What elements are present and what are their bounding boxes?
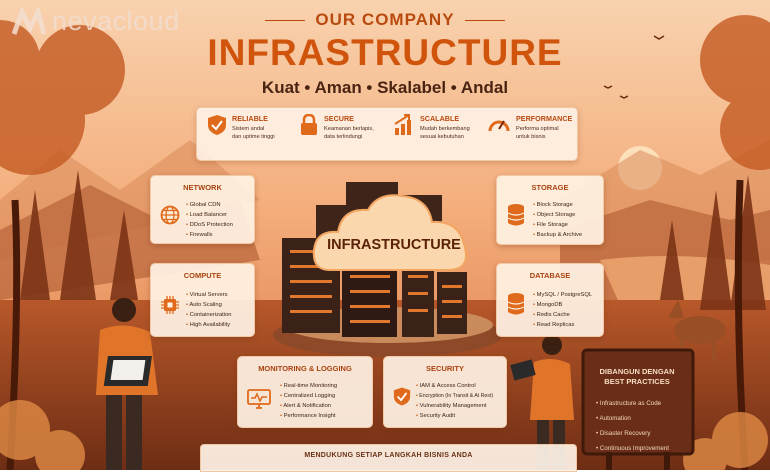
feature-desc: Keamanan berlapis, bbox=[324, 126, 374, 132]
list-item: Firewalls bbox=[186, 230, 233, 240]
list-item: Alert & Notification bbox=[280, 401, 337, 411]
globe-icon bbox=[160, 205, 180, 225]
card-list: Real-time Monitoring Centralized Logging… bbox=[280, 381, 337, 421]
card-title: MONITORING & LOGGING bbox=[258, 364, 352, 373]
card-title: SECURITY bbox=[426, 364, 464, 373]
list-item: Object Storage bbox=[533, 210, 582, 220]
feature-title: PERFORMANCE bbox=[516, 114, 573, 123]
list-item: Containerization bbox=[186, 310, 232, 320]
list-item: IAM & Access Control bbox=[416, 381, 493, 391]
divider-left bbox=[265, 20, 306, 21]
shield-check-icon bbox=[393, 387, 411, 406]
feature-secure: SECURE Keamanan berlapis, data terlindung… bbox=[299, 114, 374, 141]
best-practices-title: DIBANGUN DENGAN BEST PRACTICES bbox=[587, 367, 687, 387]
cloud-server-icon bbox=[312, 194, 467, 271]
center-label: INFRASTRUCTURE bbox=[327, 237, 461, 253]
brand-name: nevacloud bbox=[52, 6, 180, 36]
feature-desc: data terlindungi bbox=[324, 134, 363, 140]
list-item: Encryption (In Transit & At Rest) bbox=[416, 391, 493, 401]
footer-text: MENDUKUNG SETIAP LANGKAH BISNIS ANDA bbox=[304, 452, 473, 459]
best-practices-title-line: BEST PRACTICES bbox=[604, 377, 670, 386]
feature-desc: untuk bisnis bbox=[516, 134, 546, 140]
card-database: DATABASE MySQL / PostgreSQL MongoDB Redi… bbox=[496, 263, 604, 337]
shield-check-icon bbox=[208, 115, 226, 135]
list-item: Read Replicas bbox=[533, 320, 592, 330]
list-item: Vulnerability Management bbox=[416, 401, 493, 411]
feature-desc: sesuai kebutuhan bbox=[420, 134, 464, 140]
feature-title: RELIABLE bbox=[232, 114, 268, 123]
lock-icon bbox=[301, 114, 317, 135]
monitor-pulse-icon bbox=[247, 389, 271, 409]
card-title: STORAGE bbox=[531, 183, 569, 192]
feature-desc: Performa optimal bbox=[516, 126, 559, 132]
bar-growth-icon bbox=[394, 114, 411, 135]
card-network: NETWORK Global CDN Load Balancer DDoS Pr… bbox=[150, 175, 255, 244]
list-item: Real-time Monitoring bbox=[280, 381, 337, 391]
card-list: Block Storage Object Storage File Storag… bbox=[533, 200, 582, 240]
best-practices-list: Infrastructure as Code Automation Disast… bbox=[596, 396, 669, 456]
database-icon bbox=[507, 204, 525, 226]
divider-right bbox=[464, 20, 505, 21]
feature-title: SECURE bbox=[324, 114, 354, 123]
list-item: Security Audit bbox=[416, 411, 493, 421]
card-monitoring: MONITORING & LOGGING Real-time Monitorin… bbox=[237, 356, 373, 428]
list-item: Centralized Logging bbox=[280, 391, 337, 401]
tagline: Kuat • Aman • Skalabel • Andal bbox=[261, 78, 509, 97]
feature-desc: Mudah berkembang bbox=[420, 126, 470, 132]
card-title: DATABASE bbox=[529, 271, 571, 280]
list-item: Load Balancer bbox=[186, 210, 233, 220]
features-bar: RELIABLE Sistem andal dan uptime tinggi S… bbox=[196, 107, 578, 161]
card-compute: COMPUTE Virtual Servers Auto Scaling Con… bbox=[150, 263, 255, 337]
card-security: SECURITY IAM & Access Control Encryption… bbox=[383, 356, 507, 428]
footer-banner: MENDUKUNG SETIAP LANGKAH BISNIS ANDA bbox=[200, 444, 577, 472]
card-list: Global CDN Load Balancer DDoS Protection… bbox=[186, 200, 233, 240]
list-item: File Storage bbox=[533, 220, 582, 230]
feature-desc: dan uptime tinggi bbox=[232, 134, 275, 140]
list-item: Continuous Improvement bbox=[596, 441, 669, 456]
database-icon bbox=[507, 293, 525, 315]
best-practices-title-line: DIBANGUN DENGAN bbox=[599, 367, 675, 376]
list-item: Auto Scaling bbox=[186, 300, 232, 310]
list-item: Automation bbox=[596, 411, 669, 426]
feature-reliable: RELIABLE Sistem andal dan uptime tinggi bbox=[207, 114, 275, 141]
feature-scalable: SCALABLE Mudah berkembang sesuai kebutuha… bbox=[393, 114, 470, 141]
list-item: Performance Insight bbox=[280, 411, 337, 421]
brand-logo: nevacloud bbox=[12, 6, 180, 37]
list-item: Redis Cache bbox=[533, 310, 592, 320]
card-title: NETWORK bbox=[183, 183, 222, 192]
feature-performance: PERFORMANCE Performa optimal untuk bisnis bbox=[487, 114, 572, 141]
feature-title: SCALABLE bbox=[420, 114, 460, 123]
list-item: DDoS Protection bbox=[186, 220, 233, 230]
card-list: Virtual Servers Auto Scaling Containeriz… bbox=[186, 290, 232, 330]
card-list: IAM & Access Control Encryption (In Tran… bbox=[416, 381, 493, 421]
nevacloud-logo-icon bbox=[12, 7, 46, 35]
list-item: Virtual Servers bbox=[186, 290, 232, 300]
list-item: MySQL / PostgreSQL bbox=[533, 290, 593, 300]
chip-icon bbox=[161, 296, 179, 314]
list-item: Infrastructure as Code bbox=[596, 396, 669, 411]
page-title: INFRASTRUCTURE bbox=[207, 32, 563, 73]
list-item: Global CDN bbox=[186, 200, 233, 210]
list-item: High Availability bbox=[186, 320, 232, 330]
list-item: MongoDB bbox=[533, 300, 592, 310]
card-title: COMPUTE bbox=[183, 271, 222, 280]
feature-desc: Sistem andal bbox=[232, 126, 265, 132]
list-item: Block Storage bbox=[533, 200, 582, 210]
pre-title-text: OUR COMPANY bbox=[315, 10, 455, 29]
list-item: Disaster Recovery bbox=[596, 426, 669, 441]
speedometer-icon bbox=[488, 120, 510, 132]
pre-title: OUR COMPANY bbox=[0, 10, 770, 30]
list-item: Backup & Archive bbox=[533, 230, 582, 240]
card-storage: STORAGE Block Storage Object Storage Fil… bbox=[496, 175, 604, 245]
card-list: MySQL / PostgreSQL MongoDB Redis Cache R… bbox=[533, 290, 593, 330]
